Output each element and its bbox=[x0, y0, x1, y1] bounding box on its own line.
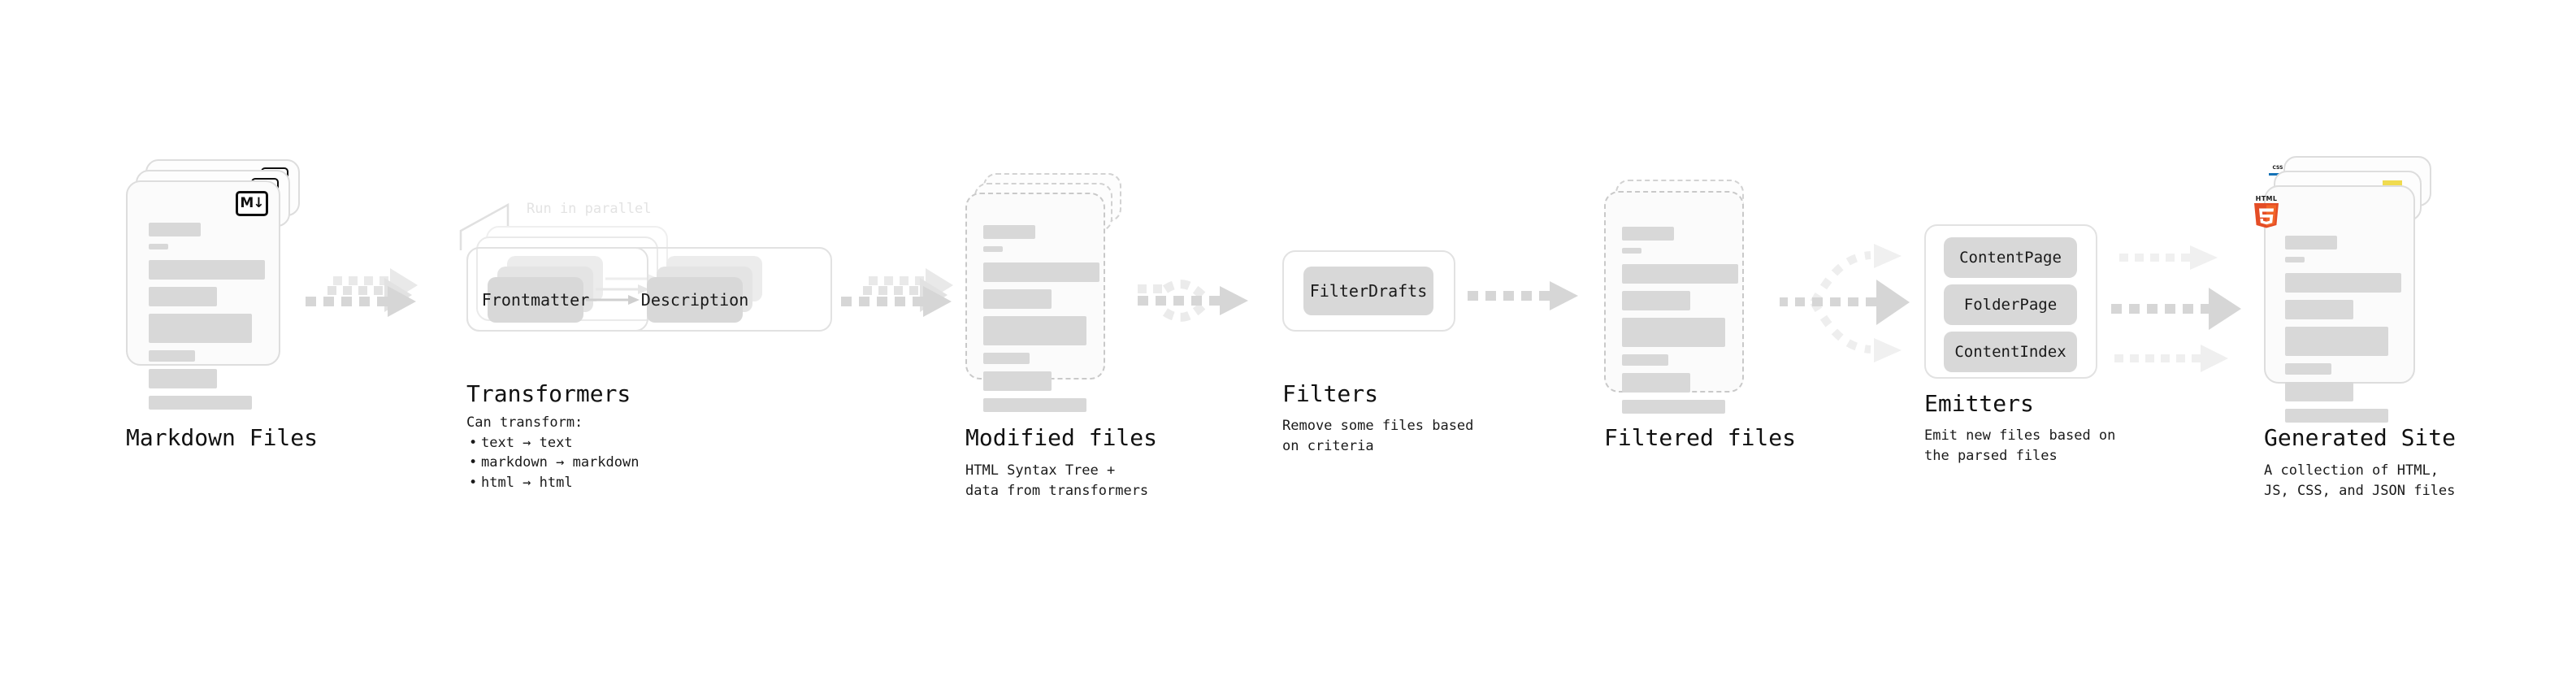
stage-title-filters: Filters bbox=[1282, 380, 1379, 407]
filtered-file-card-front bbox=[1604, 191, 1744, 414]
doc-line bbox=[983, 225, 1035, 239]
doc-line bbox=[983, 246, 1003, 252]
markdown-file-card-front: M↓ bbox=[126, 180, 280, 410]
stage-title-emitters: Emitters bbox=[1924, 390, 2034, 417]
doc-line bbox=[149, 396, 252, 410]
arrow-modified-to-filters bbox=[1138, 267, 1268, 356]
transform-heading: Can transform: bbox=[466, 414, 583, 431]
transformer-pill-frontmatter[interactable]: Frontmatter bbox=[482, 277, 589, 323]
doc-line bbox=[2285, 273, 2401, 293]
doc-line bbox=[983, 289, 1052, 309]
stage-subtitle-filters: Remove some files based on criteria bbox=[1282, 418, 1474, 454]
transform-bullet: html → html bbox=[469, 473, 639, 493]
doc-line bbox=[149, 287, 217, 306]
doc-line bbox=[149, 244, 168, 249]
transform-bullet: text → text bbox=[469, 433, 639, 453]
transformer-connector-ghost bbox=[596, 283, 653, 296]
html5-badge-icon: HTML bbox=[2253, 195, 2280, 228]
transform-bullet-list: text → text markdown → markdown html → h… bbox=[466, 433, 640, 493]
arrow-filters-to-filtered bbox=[1468, 273, 1589, 322]
stage-title-generated-site: Generated Site bbox=[2264, 424, 2457, 451]
doc-line bbox=[2285, 363, 2331, 375]
doc-line bbox=[1622, 354, 1668, 366]
transformer-connector bbox=[586, 293, 643, 306]
html5-shield bbox=[2254, 203, 2279, 228]
doc-line bbox=[1622, 248, 1641, 254]
run-in-parallel-label: Run in parallel bbox=[527, 201, 652, 217]
transformer-pill-description[interactable]: Description bbox=[641, 277, 748, 323]
arrow-filtered-to-emitters-branch bbox=[1780, 228, 1918, 374]
css-badge-label: CSS bbox=[2272, 165, 2283, 171]
doc-placeholder-lines bbox=[149, 223, 265, 417]
doc-line bbox=[983, 316, 1086, 345]
stage-title-filtered-files: Filtered files bbox=[1604, 424, 1797, 451]
doc-line bbox=[1622, 227, 1674, 241]
arrow-markdown-to-transformers bbox=[306, 268, 419, 341]
doc-line bbox=[2285, 257, 2305, 262]
doc-line bbox=[2285, 409, 2388, 423]
stage-title-markdown-files: Markdown Files bbox=[126, 424, 319, 451]
modified-file-card-front bbox=[965, 193, 1105, 412]
stage-subtitle-transformers: Can transform: text → text markdown → ma… bbox=[466, 413, 639, 493]
doc-line bbox=[1622, 291, 1690, 310]
doc-line bbox=[149, 369, 217, 388]
doc-line bbox=[2285, 382, 2353, 401]
transformer-group-front-box bbox=[466, 247, 832, 332]
doc-line bbox=[149, 223, 201, 236]
doc-line bbox=[149, 260, 265, 280]
arrow-emitters-to-site bbox=[2111, 236, 2249, 382]
doc-placeholder-lines bbox=[2285, 236, 2401, 430]
doc-line bbox=[2285, 327, 2388, 356]
arrow-transformers-to-modified bbox=[841, 268, 955, 341]
doc-placeholder-lines bbox=[983, 225, 1099, 419]
doc-line bbox=[983, 353, 1030, 364]
transform-bullet: markdown → markdown bbox=[469, 453, 640, 473]
doc-line bbox=[149, 314, 252, 343]
stage-title-transformers: Transformers bbox=[466, 380, 631, 407]
emitter-pill-folderpage[interactable]: FolderPage bbox=[1944, 284, 2077, 325]
doc-line bbox=[2285, 236, 2337, 249]
markdown-badge-icon: M↓ bbox=[236, 191, 268, 216]
emitter-pill-contentindex[interactable]: ContentIndex bbox=[1944, 332, 2077, 372]
doc-line bbox=[1622, 373, 1690, 393]
doc-line bbox=[983, 262, 1099, 282]
generated-file-card-html: HTML bbox=[2254, 185, 2415, 423]
doc-line bbox=[1622, 264, 1738, 284]
html5-badge-label: HTML bbox=[2255, 195, 2278, 202]
doc-line bbox=[983, 398, 1086, 412]
stage-subtitle-generated-site: A collection of HTML, JS, CSS, and JSON … bbox=[2264, 462, 2456, 499]
filter-pill-filterdrafts[interactable]: FilterDrafts bbox=[1303, 267, 1433, 315]
run-in-parallel-bracket bbox=[459, 202, 557, 254]
doc-line bbox=[1622, 318, 1725, 347]
doc-line bbox=[149, 350, 195, 362]
doc-placeholder-lines bbox=[1622, 227, 1738, 421]
doc-line bbox=[1622, 400, 1725, 414]
doc-line bbox=[983, 371, 1052, 391]
stage-subtitle-emitters: Emit new files based on the parsed files bbox=[1924, 427, 2116, 464]
emitter-pill-contentpage[interactable]: ContentPage bbox=[1944, 237, 2077, 278]
doc-line bbox=[2285, 300, 2353, 319]
stage-subtitle-modified-files: HTML Syntax Tree + data from transformer… bbox=[965, 462, 1149, 499]
stage-title-modified-files: Modified files bbox=[965, 424, 1158, 451]
